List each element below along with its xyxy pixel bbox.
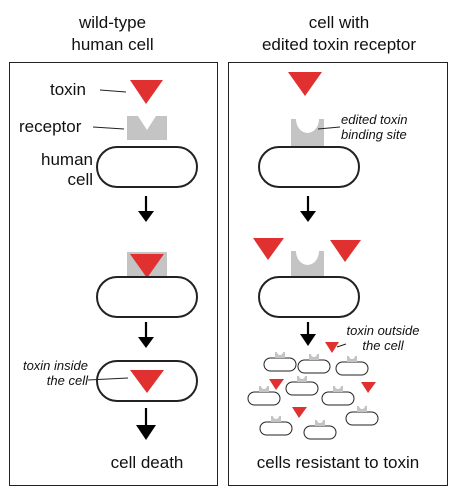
right-cell-1 [258,146,360,188]
resistant-label: cells resistant to toxin [256,453,420,472]
left-cell-2 [96,276,198,318]
right-panel [228,62,448,486]
toxin-pointer-line [99,89,127,93]
edited-site-label: edited toxin binding site [341,112,408,142]
left-toxin [130,80,163,104]
toxin-inside-line1: toxin inside [22,358,88,373]
edited-receptor-1 [291,119,324,147]
outside-toxin-small [325,342,339,353]
left-arrow-2 [138,322,154,348]
left-arrow-3 [136,408,156,440]
left-panel [9,62,218,486]
toxin-inside-line2: the cell [46,373,88,388]
resistant-cells [247,351,379,440]
scattered-toxins [269,379,376,418]
right-heading-line2: edited toxin receptor [261,35,417,54]
left-heading-line2: human cell [71,35,154,54]
left-receptor [127,116,167,140]
left-cell-1 [96,146,198,188]
right-arrow-2 [300,322,316,346]
left-heading-line1: wild-type [78,13,147,32]
toxin-outside-pointer-line [336,343,347,348]
toxin-outside-label: toxin outside the cell [337,323,429,353]
edited-site-line2: binding site [341,127,407,142]
internalized-toxin [130,370,164,393]
right-arrow-1 [300,196,316,222]
left-heading: wild-type human cell [20,12,205,56]
cell-death-label: cell death [110,453,184,472]
human-cell-label-line1: human [41,150,93,169]
toxin-outside-line2: the cell [362,338,404,353]
right-toxin-right [330,240,361,262]
human-cell-label-line2: cell [67,170,93,189]
edited-site-pointer-line [317,126,341,130]
left-bound-receptor [127,252,167,278]
right-cell-2 [258,276,360,318]
right-toxin-top [288,72,322,96]
receptor-pointer-line [92,126,125,130]
edited-site-line1: edited toxin [341,112,408,127]
toxin-inside-label: toxin inside the cell [10,358,88,388]
edited-receptor-2 [291,251,324,279]
toxin-label: toxin [50,80,86,99]
toxin-inside-pointer-line [87,377,129,381]
right-toxin-left [253,238,284,260]
human-cell-label: human cell [26,150,93,190]
right-heading-line1: cell with [308,13,370,32]
receptor-label: receptor [19,117,82,136]
left-arrow-1 [138,196,154,222]
toxin-outside-line1: toxin outside [346,323,420,338]
right-heading: cell with edited toxin receptor [228,12,450,56]
